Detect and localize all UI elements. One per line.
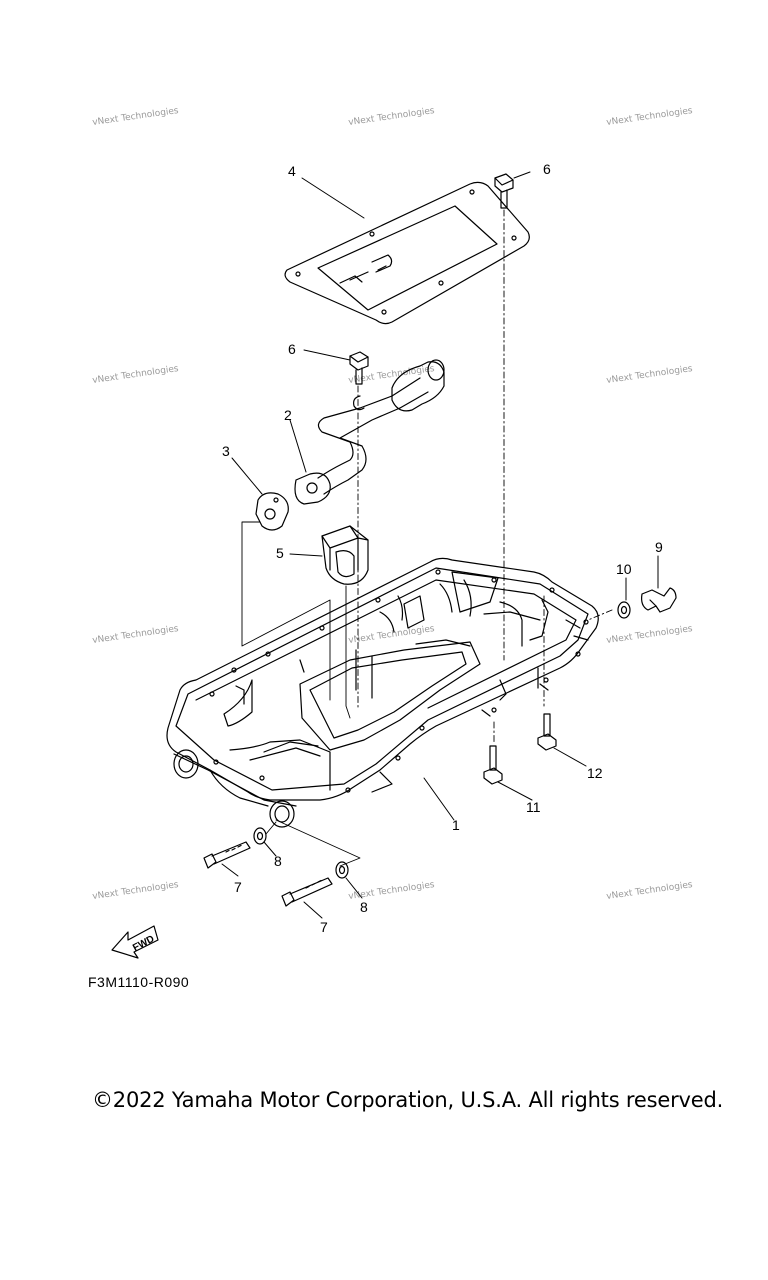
callout-1: 1 (452, 817, 460, 833)
callout-7: 7 (234, 879, 242, 895)
gasket-part (255, 492, 289, 531)
forward-arrow-icon (111, 925, 159, 959)
callout-3: 3 (222, 443, 230, 459)
copyright-notice: ©2022 Yamaha Motor Corporation, U.S.A. A… (92, 1088, 724, 1112)
callout-8: 8 (274, 853, 282, 869)
washer-part (617, 601, 631, 619)
bolt-part (281, 877, 333, 907)
callout-6: 6 (288, 341, 296, 357)
callout-5: 5 (276, 545, 284, 561)
diagram-code: F3M1110-R090 (88, 974, 190, 990)
callout-11: 11 (526, 799, 541, 815)
bolt-part (483, 745, 503, 785)
bolt-part (349, 351, 369, 385)
callout-9: 9 (655, 539, 663, 555)
bolt-part (203, 841, 251, 869)
grommet-part (321, 525, 369, 585)
callout-6: 6 (543, 161, 551, 177)
oil-pan-part (166, 557, 599, 828)
callout-2: 2 (284, 407, 292, 423)
assembly-guide-lines (241, 209, 613, 867)
bolt-part (494, 173, 514, 209)
drain-plug-part (641, 587, 677, 613)
washer-part (253, 827, 267, 845)
callout-8: 8 (360, 899, 368, 915)
washer-part (335, 861, 349, 879)
callout-12: 12 (587, 765, 603, 781)
cover-plate-part (284, 181, 530, 325)
bolt-part (537, 713, 557, 751)
callout-4: 4 (288, 163, 296, 179)
oil-pipe-part (294, 359, 445, 505)
callout-10: 10 (616, 561, 632, 577)
callout-7: 7 (320, 919, 328, 935)
leader-lines (221, 171, 659, 919)
